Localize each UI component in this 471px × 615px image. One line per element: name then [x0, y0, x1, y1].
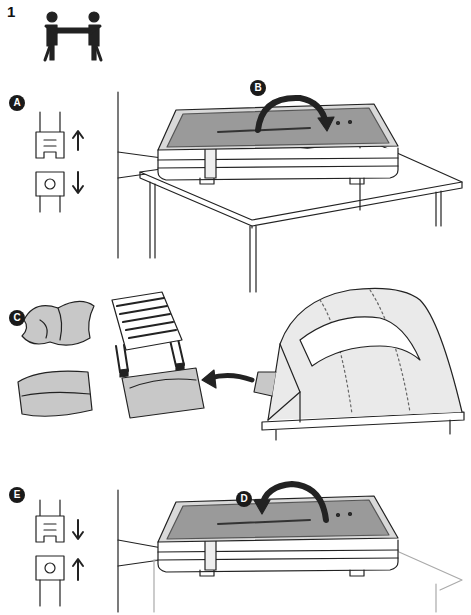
detail-frame: [117, 490, 118, 612]
callout-letter: E: [9, 487, 25, 503]
callout-letter: B: [250, 80, 266, 96]
arrow-head: [202, 370, 216, 388]
buckle-closed: [36, 500, 83, 606]
remove-arrow: [210, 375, 252, 380]
detail-frame: [117, 92, 118, 258]
leader-line: [118, 540, 162, 566]
ladder: [112, 292, 184, 377]
open-tent: [254, 288, 464, 440]
buckle-open: [36, 112, 83, 212]
arrow-head: [254, 500, 270, 514]
callout-letter: D: [236, 491, 252, 507]
callout-letter: A: [9, 95, 25, 111]
callout-letter: C: [9, 310, 25, 326]
two-person-icon: [45, 12, 101, 60]
closed-roof-box: [158, 104, 398, 184]
pillow: [22, 301, 94, 345]
close-arrow: [262, 484, 326, 520]
open-arrow: [258, 98, 326, 130]
step-number: 1: [7, 3, 15, 20]
closed-roof-box: [158, 496, 398, 576]
folded-cover: [18, 371, 92, 416]
arrow-head: [318, 117, 334, 131]
table: [140, 140, 462, 292]
folded-bag: [122, 368, 204, 418]
